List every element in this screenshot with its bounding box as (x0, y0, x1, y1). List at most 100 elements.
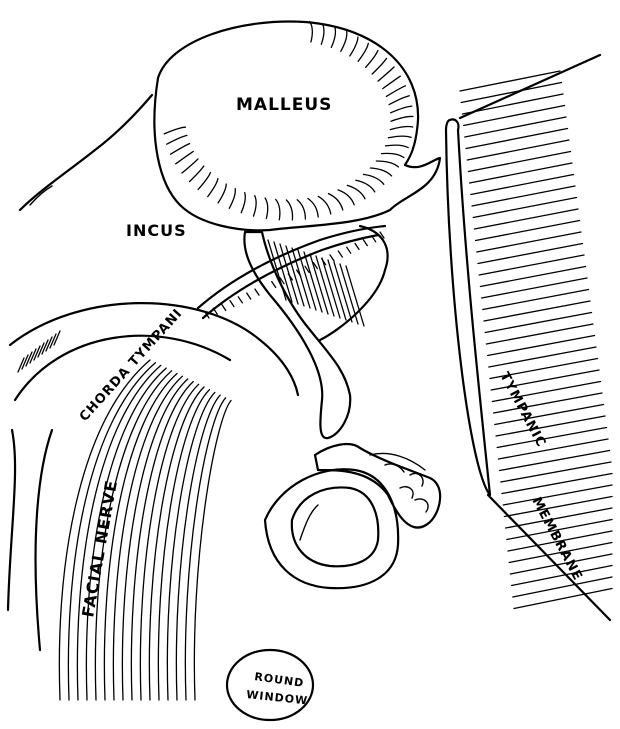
hatch-stroke (484, 301, 590, 321)
hatch-stroke (468, 152, 570, 172)
hatch-stroke (376, 161, 398, 167)
hatch-stroke (334, 262, 352, 322)
label-membrane: MEMBRANE (528, 495, 585, 584)
hatch-stroke (482, 278, 587, 298)
hatch-stroke (460, 71, 560, 91)
hatch-stroke (310, 22, 313, 43)
hatch-stroke (230, 301, 234, 307)
hatch-stroke (218, 184, 226, 203)
hatch-stroke (466, 129, 568, 149)
hatch-stroke (470, 163, 572, 183)
hatch-stroke (316, 256, 334, 316)
hatch-stroke (378, 67, 394, 81)
hatch-stroke (512, 566, 612, 586)
hatch-stroke (477, 232, 581, 252)
hatch-stroke (328, 260, 346, 320)
hatch-stroke (472, 186, 575, 206)
hatch-stroke (176, 395, 220, 700)
hatch-stroke (190, 166, 204, 182)
wall-line (20, 95, 152, 210)
hatch-stroke (479, 255, 584, 275)
hatch-stroke (500, 451, 610, 471)
label-round: ROUND (254, 670, 305, 690)
hatch-stroke (198, 173, 210, 190)
hatch-stroke (388, 136, 411, 138)
hatch-stroke (372, 58, 386, 74)
hatch-stroke (346, 266, 364, 326)
hatch-stroke (222, 304, 226, 310)
hatch-stroke (322, 258, 340, 318)
hatch-stroke (364, 174, 384, 184)
hatch-stroke (386, 86, 405, 97)
hatch-stroke (478, 244, 583, 264)
hatch-stroke (363, 240, 367, 246)
hatch-stroke (462, 94, 563, 114)
hatch-stroke (208, 179, 218, 197)
hatch-stroke (331, 27, 335, 47)
hatch-stroke (247, 293, 251, 299)
hatch-stroke (501, 462, 611, 482)
hatch-stroke (167, 135, 187, 144)
hatch-stroke (474, 209, 578, 229)
hatch-stroke (176, 151, 194, 163)
hatch-stroke (390, 127, 412, 130)
hatch-stroke (164, 127, 185, 134)
hatch-stroke (350, 37, 358, 56)
hatch-stroke (476, 221, 580, 241)
hatch-stroke (489, 347, 596, 367)
hatch-stroke (465, 117, 566, 137)
hatch-stroke (483, 290, 589, 310)
hatch-stroke (498, 439, 608, 459)
hatch-stroke (504, 497, 612, 517)
hatch-stroke (276, 199, 280, 219)
hatch-stroke (347, 247, 351, 253)
hatch-stroke (366, 51, 378, 68)
label-chorda-tympani: CHORDA TYMPANI (77, 306, 186, 425)
hatch-stroke (338, 251, 342, 257)
hatch-stroke (502, 474, 612, 494)
hatch-stroke (329, 194, 343, 210)
hatch-stroke (297, 200, 305, 219)
hatch-stroke (513, 577, 612, 597)
hatch-stroke (255, 289, 259, 295)
hatch-stroke (229, 189, 235, 209)
hatch-stroke (370, 168, 391, 176)
hatch-stroke (185, 398, 225, 700)
hatch-stroke (495, 405, 604, 425)
hatch-stroke (330, 255, 334, 261)
label-incus: INCUS (126, 221, 187, 240)
facial-nerve (8, 303, 298, 700)
hatch-stroke (503, 485, 612, 505)
hatch-stroke (355, 243, 359, 249)
hatch-stroke (241, 193, 245, 213)
hatch-stroke (386, 145, 409, 147)
hatch-stroke (485, 313, 591, 333)
hatch-stroke (238, 297, 242, 303)
hatch-stroke (473, 198, 576, 218)
hatch-stroke (461, 83, 561, 103)
hatch-stroke (272, 282, 276, 288)
hatch-stroke (389, 96, 409, 105)
hatch-stroke (304, 252, 322, 312)
hatch-stroke (356, 180, 375, 192)
hatch-stroke (321, 24, 324, 44)
hatch-stroke (340, 264, 358, 324)
hatch-stroke (254, 196, 257, 216)
hatch-stroke (122, 379, 187, 700)
hatch-stroke (383, 76, 401, 88)
hatch-stroke (286, 200, 292, 220)
label-malleus: MALLEUS (236, 95, 332, 115)
hatch-stroke (382, 153, 404, 157)
incus-process (244, 226, 387, 438)
hatch-stroke (391, 106, 412, 113)
hatch-stroke (171, 144, 190, 155)
hatch-stroke (496, 416, 605, 436)
hatch-stroke (480, 267, 585, 287)
hatch-stroke (308, 199, 318, 218)
hatch-stroke (318, 196, 331, 214)
hatch-stroke (497, 428, 606, 448)
hatch-stroke (182, 159, 198, 173)
hatch-stroke (338, 190, 354, 205)
malleus-head (154, 22, 440, 231)
